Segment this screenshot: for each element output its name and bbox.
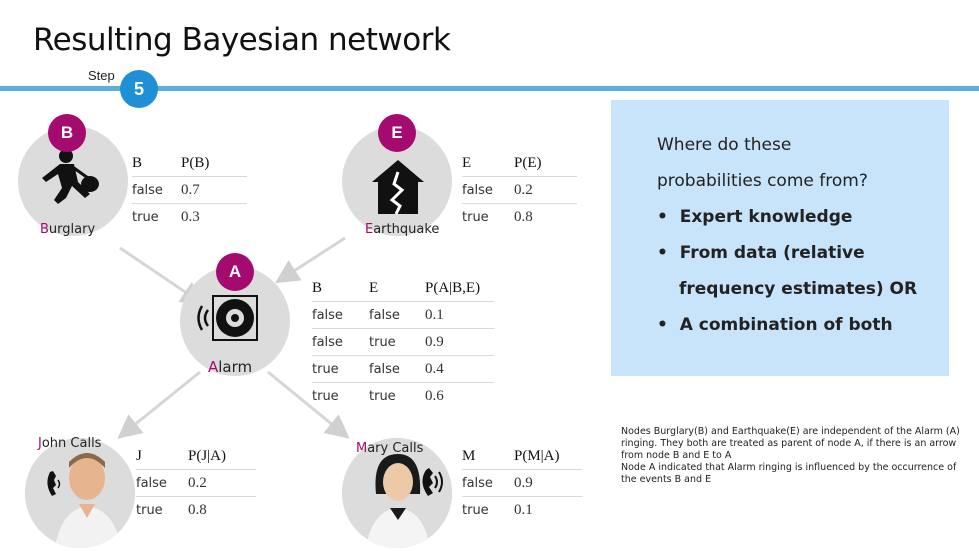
note-line: Node A indicated that Alarm ringing is i… [621,462,957,485]
burglary-label: Burglary [40,222,96,237]
cpt-header: B [132,154,143,171]
cpt-cell: false [462,469,514,497]
step-number-badge: 5 [120,70,158,108]
info-bullet: • From data (relative [657,243,865,263]
cpt-cell: true [462,203,514,230]
cpt-cell: 0.1 [514,496,582,523]
cpt-header: P(J|A) [188,447,227,464]
mary-photo-avatar [342,438,452,548]
cpt-header: P(B) [181,154,210,171]
phone-ringing-icon [422,468,443,496]
john-calls-node [25,438,135,548]
john-calls-label: John Calls [38,436,102,451]
cpt-cell: true [369,328,425,356]
john-photo-avatar [25,438,135,548]
cpt-cell: false [369,301,425,329]
burglary-badge: B [48,114,86,152]
cpt-cell: 0.4 [425,355,494,383]
info-bullet: • A combination of both [657,315,893,335]
cpt-cell: 0.8 [514,203,577,230]
cpt-cell: false [312,328,369,356]
cpt-cell: true [136,496,188,523]
cpt-header: M [462,447,476,464]
house-crack-icon [372,160,424,215]
info-question-line: Where do these [657,135,792,155]
cpt-cell: false [136,469,188,497]
bullet-dot-icon: • [657,315,680,335]
cpt-cell: 0.8 [188,496,256,523]
step-label: Step [88,68,115,83]
note-line: Nodes Burglary(B) and Earthquake(E) are … [621,426,960,461]
bullet-dot-icon: • [657,243,680,263]
cpt-cell: true [312,382,369,409]
earthquake-label: Earthquake [365,222,440,237]
edge-a-to-j [117,370,201,439]
cpt-cell: 0.1 [425,301,494,329]
cpt-cell: 0.2 [514,176,577,204]
cpt-header: E [369,279,379,296]
cpt-cell: true [132,203,181,230]
cpt-cell: false [312,301,369,329]
alarm-label: Alarm [208,358,253,376]
info-bullet: • Expert knowledge [657,207,853,227]
cpt-header: B [312,279,323,296]
edge-a-to-m [267,370,350,439]
cpt-header: J [136,447,142,464]
cpt-cell: 0.7 [181,176,247,204]
info-box: Where do these probabilities come from? … [611,100,949,376]
cpt-cell: 0.3 [181,203,247,230]
cpt-header: P(A|B,E) [425,279,481,296]
bullet-dot-icon: • [657,207,680,227]
cpt-cell: 0.9 [425,328,494,356]
cpt-cell: false [369,355,425,383]
alarm-badge: A [216,253,254,291]
cpt-header: E [462,154,472,171]
cpt-cell: false [132,176,181,204]
cpt-cell: true [312,355,369,383]
cpt-cell: 0.2 [188,469,256,497]
explanation-note: Nodes Burglary(B) and Earthquake(E) are … [621,426,971,486]
cpt-cell: false [462,176,514,204]
cpt-cell: true [462,496,514,523]
phone-icon [47,471,61,496]
cpt-header: P(M|A) [514,447,560,464]
mary-calls-node [342,438,452,548]
earthquake-badge: E [378,114,416,152]
mary-calls-label: Mary Calls [356,441,424,456]
page-title: Resulting Bayesian network [33,22,451,58]
alarm-bell-icon [197,295,258,341]
step-progress-bar [0,86,979,91]
cpt-cell: 0.9 [514,469,582,497]
cpt-cell: 0.6 [425,382,494,409]
info-bullet-continuation: frequency estimates) OR [679,279,918,299]
burglar-icon [42,149,99,204]
info-question-line: probabilities come from? [657,171,868,191]
cpt-header: P(E) [514,154,542,171]
edge-e-to-a [274,236,346,284]
cpt-cell: true [369,382,425,409]
